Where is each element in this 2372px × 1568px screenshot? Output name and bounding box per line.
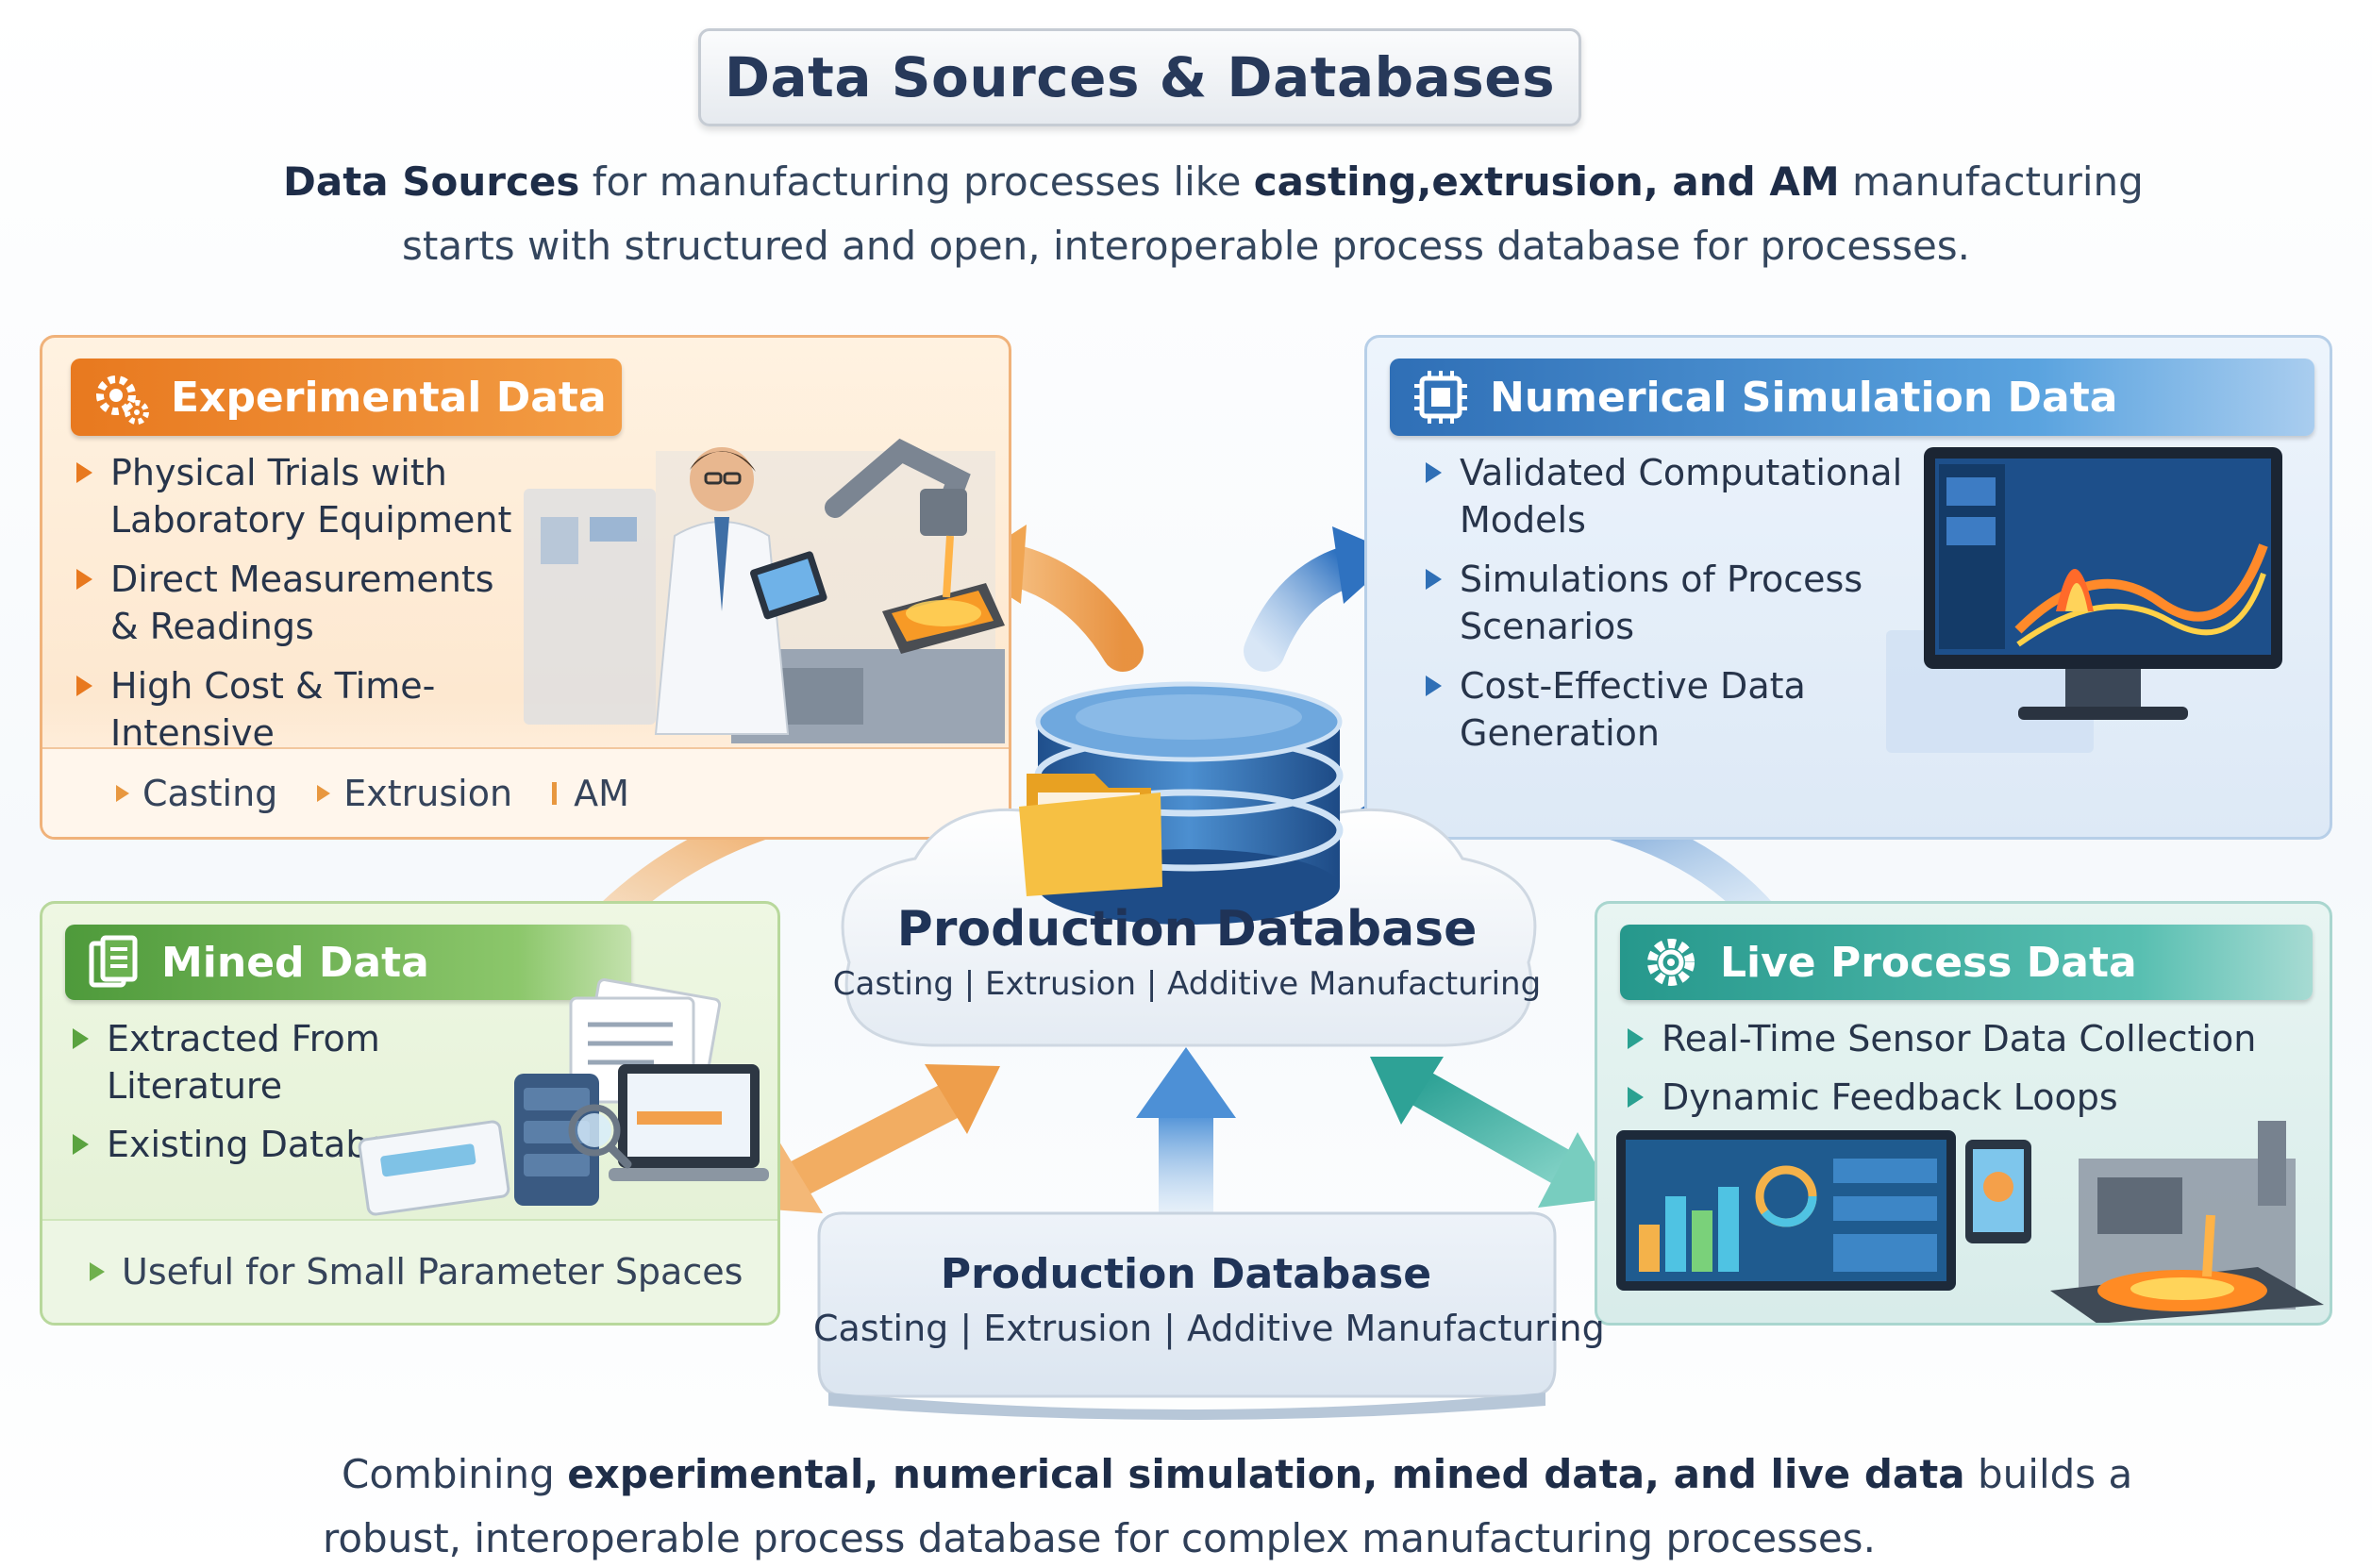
list-item: High Cost & Time-Intensive (76, 662, 567, 757)
arrow-up-head (1136, 1047, 1236, 1118)
mined-data-footer-text: Useful for Small Parameter Spaces (122, 1251, 743, 1293)
mined-data-header: Mined Data (65, 925, 631, 1000)
arrow-mined-db-double-head-1 (925, 1064, 1000, 1134)
bottom-production-database-title: Production Database (940, 1250, 1432, 1298)
arrow-mined-db-double (788, 1082, 962, 1196)
tag-casting: Casting (116, 773, 277, 814)
tag-extrusion: Extrusion (317, 773, 512, 814)
intro-emphasis-processes: casting,extrusion, and (1253, 158, 1756, 205)
list-item: Dynamic Feedback Loops (1628, 1074, 2326, 1121)
production-database-label: Production Database Casting | Extrusion … (819, 901, 1555, 1003)
numerical-simulation-title: Numerical Simulation Data (1490, 373, 2118, 422)
mined-data-footer: Useful for Small Parameter Spaces (42, 1219, 777, 1323)
closing-line-1: Combining experimental, numerical simula… (342, 1451, 2133, 1497)
simulation-monitor-illustration (1886, 447, 2282, 753)
arrow-to-experimental (989, 543, 1144, 672)
list-item: Real-Time Sensor Data Collection (1628, 1015, 2326, 1062)
literature-database-illustration (358, 977, 769, 1216)
gear-icon (1647, 939, 1695, 986)
intro-emphasis-am: AM (1755, 158, 1840, 205)
live-dashboard-illustration (1616, 1121, 2324, 1323)
title-box: Data Sources & Databases (698, 28, 1581, 126)
chip-icon (1414, 371, 1467, 424)
gears-icon (96, 375, 149, 425)
bottom-production-database-subtitle: Casting | Extrusion | Additive Manufactu… (813, 1308, 1605, 1349)
experimental-data-title: Experimental Data (171, 373, 607, 422)
list-item: Direct Measurements& Readings (76, 556, 567, 650)
arrow-db-live-double-head-1 (1370, 1057, 1444, 1125)
intro-line-1: Data Sources for manufacturing processes… (283, 158, 2144, 205)
documents-icon (89, 935, 138, 988)
production-database-title: Production Database (896, 901, 1478, 958)
closing-line-2: robust, interoperable process database f… (323, 1515, 1876, 1561)
bottom-production-database-label: Production Database Casting | Extrusion … (813, 1250, 1605, 1349)
closing-emphasis: experimental, numerical simulation, mine… (567, 1451, 1965, 1497)
live-process-panel: Live Process Data Real-Time Sensor Data … (1595, 901, 2332, 1326)
database-cloud (841, 808, 1537, 1047)
arrow-db-live-double (1406, 1068, 1576, 1187)
live-process-title: Live Process Data (1720, 938, 2137, 987)
page-title: Data Sources & Databases (724, 45, 1556, 109)
live-process-header: Live Process Data (1620, 925, 2313, 1000)
numerical-simulation-panel: Numerical Simulation Data Validated Comp… (1364, 335, 2332, 840)
intro-text: for manufacturing processes like (579, 158, 1254, 205)
intro-emphasis-data-sources: Data Sources (283, 158, 580, 205)
central-database-graphic (841, 681, 1537, 1047)
arrow-up-shaft (1159, 1113, 1213, 1226)
intro-text-end: manufacturing (1839, 158, 2144, 205)
folder-icon (1019, 774, 1162, 896)
live-bullets: Real-Time Sensor Data Collection Dynamic… (1628, 1015, 2326, 1132)
arrow-to-numerical (1244, 545, 1370, 672)
list-item: Extracted From Literature (73, 1015, 563, 1109)
mined-data-panel: Mined Data Extracted From Literature Exi… (40, 901, 780, 1326)
experimental-process-tags: Casting Extrusion AM (42, 747, 1009, 837)
mined-data-title: Mined Data (161, 938, 429, 987)
lab-scientist-illustration (524, 438, 1005, 743)
tag-am: AM (552, 773, 629, 814)
production-database-subtitle: Casting | Extrusion | Additive Manufactu… (832, 965, 1542, 1003)
experimental-data-header: Experimental Data (71, 359, 622, 436)
intro-line-2: starts with structured and open, interop… (401, 223, 1971, 269)
bottom-database-card (817, 1211, 1557, 1420)
numerical-simulation-header: Numerical Simulation Data (1390, 359, 2314, 436)
